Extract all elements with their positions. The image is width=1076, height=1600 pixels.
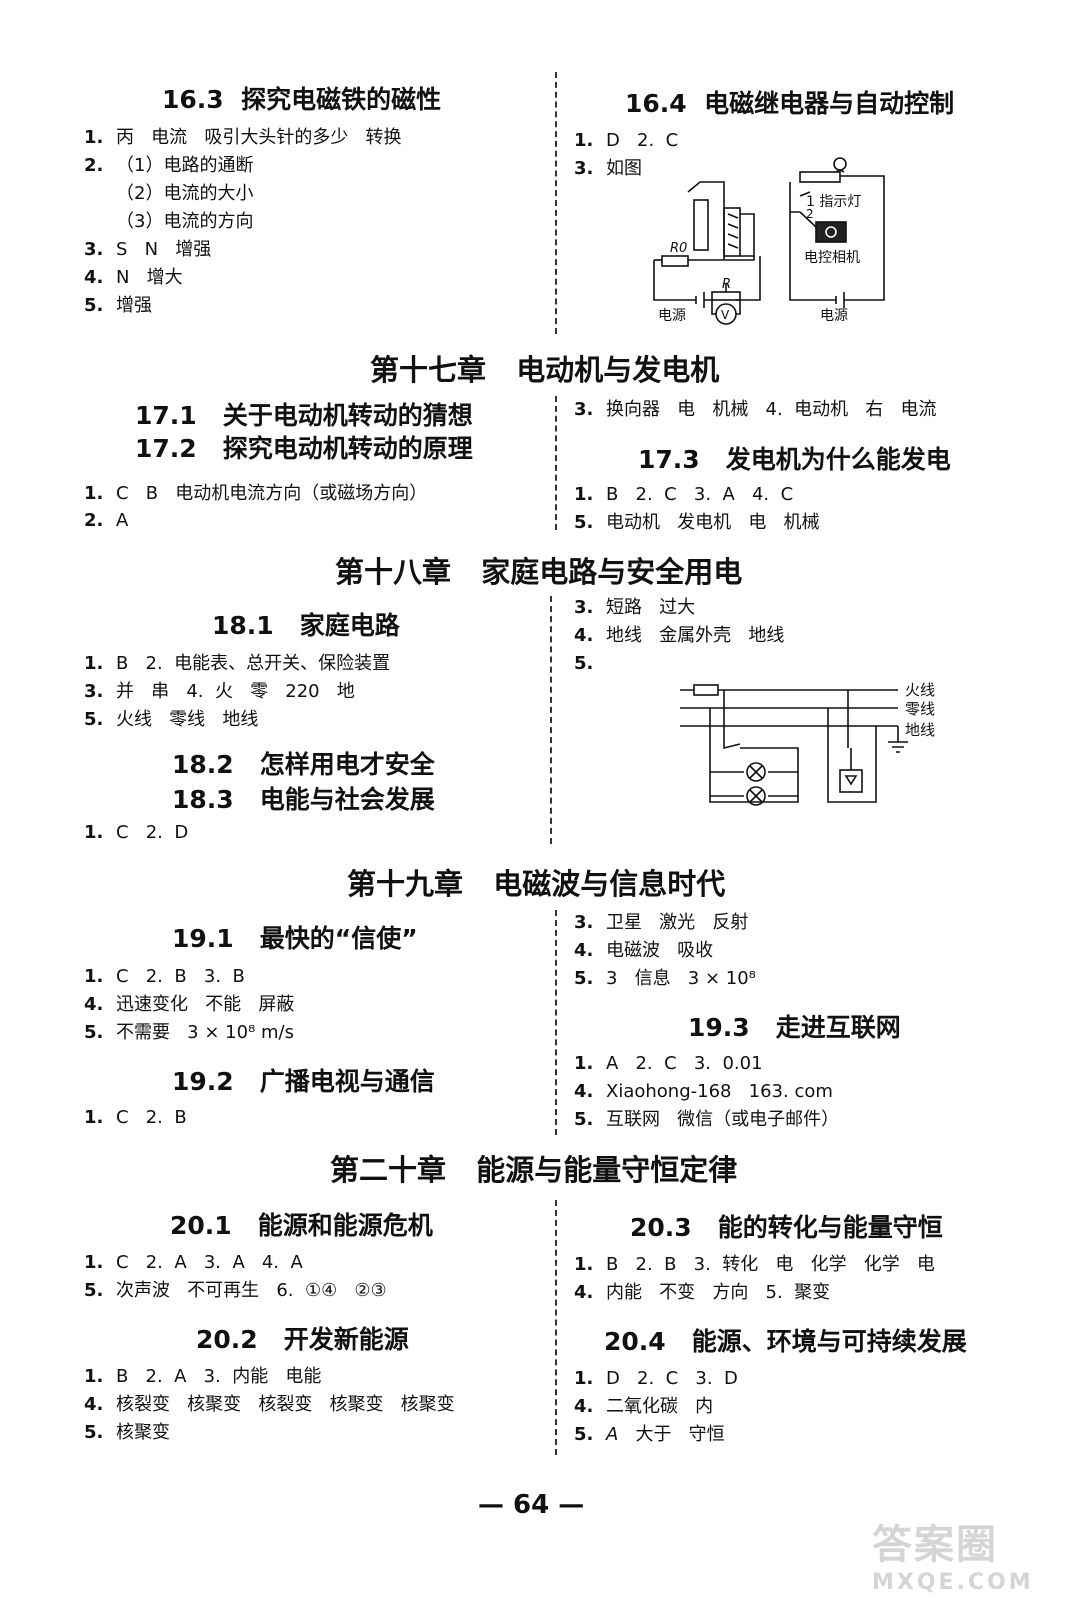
answer-line: 3.并 串 4. 火 零 220 地	[84, 681, 355, 702]
answer-line: 2.（1）电路的通断	[84, 155, 254, 176]
section-title-19-2: 19.2 广播电视与通信	[172, 1067, 435, 1096]
watermark-text: 答案圈	[872, 1522, 998, 1568]
indicator-lamp-label: 1 指示灯	[806, 194, 861, 210]
answer-line: 4.N 增大	[84, 267, 183, 288]
household-circuit-figure: 火线 零线 地线	[680, 681, 935, 806]
voltmeter-label: V	[721, 308, 730, 322]
chapter-19-title: 第十九章 电磁波与信息时代	[347, 867, 726, 901]
section-title-16-4: 16.4 电磁继电器与自动控制	[625, 89, 955, 118]
answer-line: 1.D 2. C 3. D	[574, 1368, 738, 1389]
answer-line: 1.C 2. A 3. A 4. A	[84, 1252, 303, 1273]
answer-line: 3.如图	[574, 158, 642, 179]
column-divider	[550, 596, 552, 844]
answer-line: （3）电流的方向	[116, 211, 254, 232]
answer-line: （2）电流的大小	[116, 183, 254, 204]
page-number: — 64 —	[478, 1490, 585, 1520]
chapter-17-title: 第十七章 电动机与发电机	[370, 353, 720, 387]
answer-line: 5.火线 零线 地线	[84, 709, 259, 730]
section-title-17-3: 17.3 发电机为什么能发电	[638, 445, 951, 474]
power-source-label: 电源	[820, 308, 848, 324]
answer-line: 3.S N 增强	[84, 239, 212, 260]
section-title-19-1: 19.1 最快的“信使”	[172, 924, 418, 953]
section-title-20-3: 20.3 能的转化与能量守恒	[630, 1213, 943, 1242]
answer-line: 4.核裂变 核聚变 核裂变 核聚变 核聚变	[84, 1394, 455, 1415]
column-divider	[555, 72, 557, 334]
column-divider	[555, 910, 557, 1135]
chapter-18-title: 第十八章 家庭电路与安全用电	[335, 555, 743, 589]
answer-line: 1.C 2. B 3. B	[84, 966, 245, 987]
answer-line: 2.A	[84, 510, 129, 531]
answer-line: 5.不需要 3 × 10⁸ m/s	[84, 1022, 294, 1043]
answer-line: 1.B 2. A 3. 内能 电能	[84, 1366, 322, 1387]
answer-line: 5.互联网 微信（或电子邮件）	[574, 1109, 840, 1130]
neutral-wire-label: 零线	[905, 700, 935, 718]
answer-line: 1.C 2. D	[84, 822, 189, 843]
answer-line: 5.3 信息 3 × 10⁸	[574, 968, 756, 989]
chapter-20-title: 第二十章 能源与能量守恒定律	[330, 1153, 738, 1187]
answer-line: 3.换向器 电 机械 4. 电动机 右 电流	[574, 399, 937, 420]
answer-line: 5.	[574, 653, 594, 674]
section-title-20-4: 20.4 能源、环境与可持续发展	[604, 1327, 967, 1356]
column-divider	[555, 396, 557, 530]
answer-line: 4.内能 不变 方向 5. 聚变	[574, 1282, 831, 1303]
relay-circuit-figure: 1 指示灯 2 电控相机 R0 R V 电源 电源	[653, 157, 885, 325]
answer-line: 4.迅速变化 不能 屏蔽	[84, 994, 295, 1015]
r-label: R	[722, 277, 731, 292]
answer-line: 5.A 大于 守恒	[574, 1424, 725, 1445]
answer-line: 4.地线 金属外壳 地线	[574, 625, 785, 646]
answer-line: 4.二氧化碳 内	[574, 1396, 714, 1417]
section-title-18-3: 18.3 电能与社会发展	[172, 785, 435, 814]
answer-line: 5.核聚变	[84, 1422, 170, 1443]
section-title-18-2: 18.2 怎样用电才安全	[172, 750, 435, 779]
answer-line: 4.电磁波 吸收	[574, 940, 714, 961]
answer-line: 1.丙 电流 吸引大头针的多少 转换	[84, 127, 402, 148]
section-title-20-2: 20.2 开发新能源	[196, 1325, 409, 1354]
section-title-18-1: 18.1 家庭电路	[212, 611, 400, 640]
section-title-16-3: 16.3 探究电磁铁的磁性	[162, 85, 442, 114]
answer-line: 1.B 2. C 3. A 4. C	[574, 484, 794, 505]
watermark-logo: 答案圈 MXQE.COM	[872, 1512, 1062, 1595]
answer-line: 3.卫星 激光 反射	[574, 912, 749, 933]
answer-line: 5.增强	[84, 295, 152, 316]
answer-line: 1.C 2. B	[84, 1107, 187, 1128]
answer-line: 1.B 2. B 3. 转化 电 化学 化学 电	[574, 1254, 935, 1275]
watermark-url: MXQE.COM	[872, 1570, 1034, 1595]
power-source-label: 电源	[658, 308, 686, 324]
section-title-17-2: 17.2 探究电动机转动的原理	[135, 434, 473, 463]
camera-label: 电控相机	[804, 250, 860, 266]
answer-line: 1.C B 电动机电流方向（或磁场方向）	[84, 483, 428, 504]
answer-line: 3.短路 过大	[574, 597, 696, 618]
section-title-20-1: 20.1 能源和能源危机	[170, 1211, 433, 1240]
section-title-19-3: 19.3 走进互联网	[688, 1013, 901, 1042]
column-divider	[555, 1200, 557, 1455]
answer-line: 5.次声波 不可再生 6. ①④ ②③	[84, 1280, 387, 1301]
section-title-17-1: 17.1 关于电动机转动的猜想	[135, 401, 473, 430]
ground-wire-label: 地线	[905, 721, 935, 739]
answer-line: 4.Xiaohong-168 163. com	[574, 1081, 833, 1102]
live-wire-label: 火线	[905, 681, 935, 699]
answer-line: 1.B 2. 电能表、总开关、保险装置	[84, 653, 391, 674]
answer-line: 5.电动机 发电机 电 机械	[574, 512, 820, 533]
answer-line: 1.A 2. C 3. 0.01	[574, 1053, 763, 1074]
answer-line: 1.D 2. C	[574, 130, 679, 151]
contact-2-label: 2	[806, 207, 814, 221]
r0-label: R0	[670, 241, 687, 256]
